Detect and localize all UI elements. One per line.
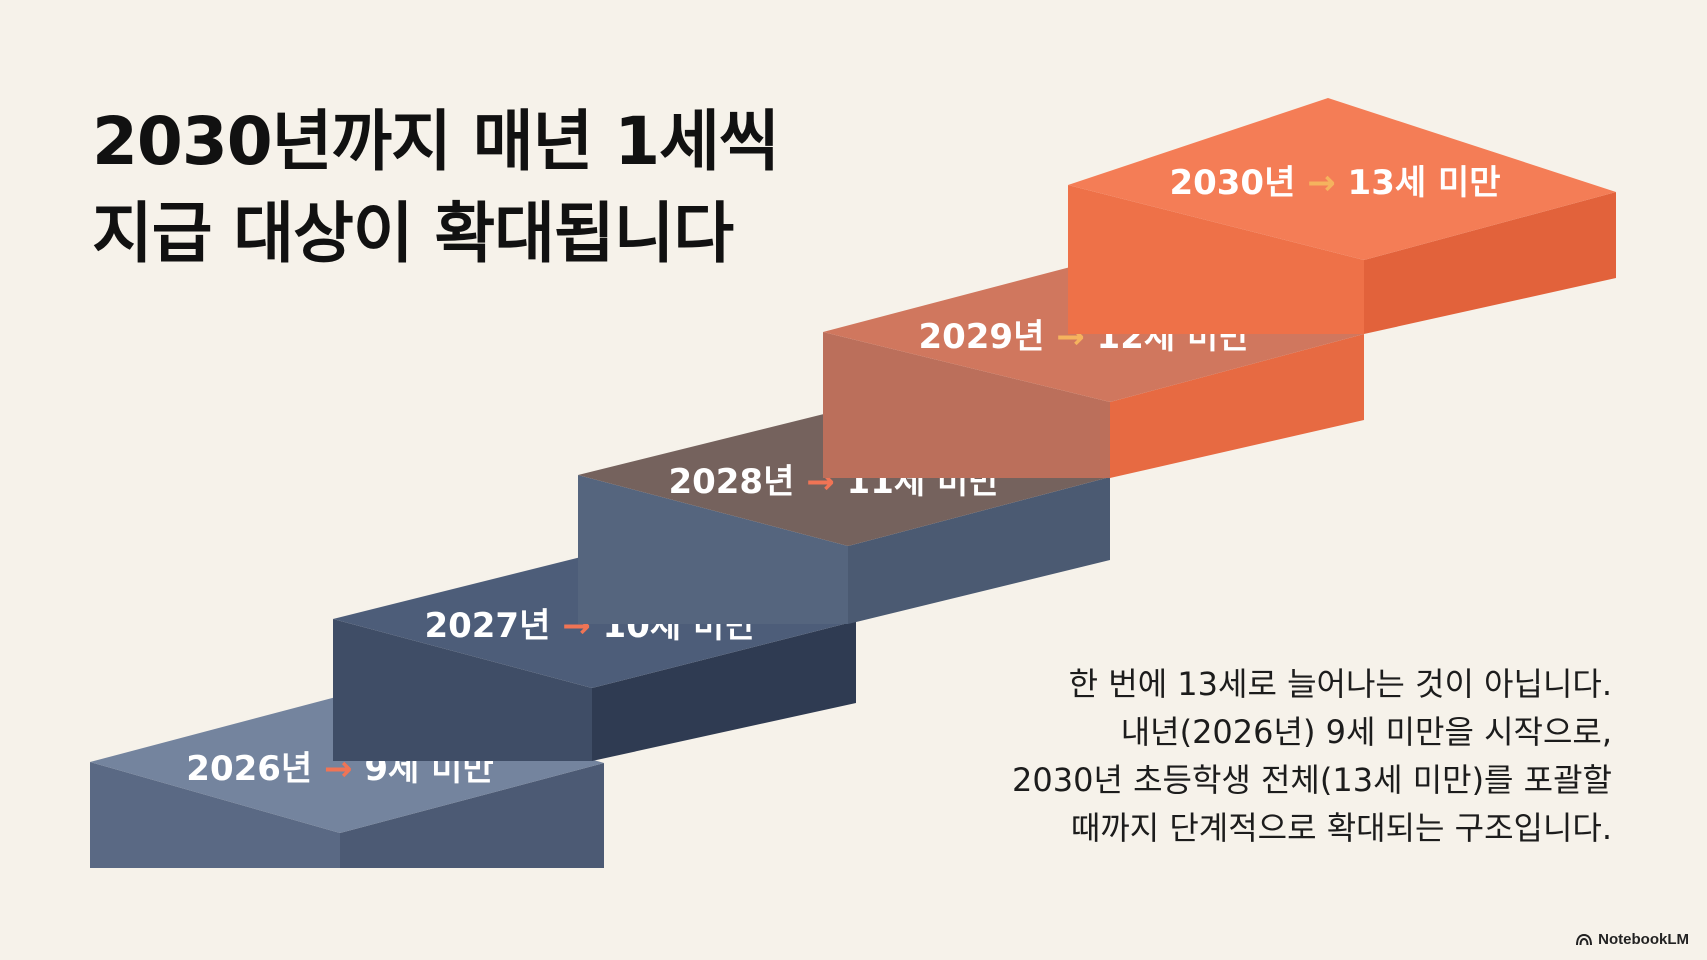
page-title: 2030년까지 매년 1세씩 지급 대상이 확대됩니다 [92,96,780,280]
step-year: 2029년 [918,317,1044,357]
step-year: 2030년 [1169,163,1295,203]
arrow-right-icon: → [1295,163,1347,203]
stair-step-side [340,763,604,868]
stair-step-front [90,762,340,868]
stair-step-side [592,621,856,761]
description-line-1: 한 번에 13세로 늘어나는 것이 아닙니다. [1068,665,1612,703]
brand-watermark: NotebookLM [1576,931,1689,948]
title-line-1: 2030년까지 매년 1세씩 [92,103,780,180]
description-line-2: 내년(2026년) 9세 미만을 시작으로, [1120,713,1612,751]
stair-step-side [1364,192,1616,334]
description-text: 한 번에 13세로 늘어나는 것이 아닙니다. 내년(2026년) 9세 미만을… [1012,660,1612,852]
step-year: 2027년 [424,606,550,646]
stair-step-side [1110,334,1364,478]
stair-step-front [578,475,848,624]
stair-step-front [333,619,592,761]
step-year: 2026년 [186,749,312,789]
step-year: 2028년 [668,462,794,502]
step-label: 2030년 → 13세 미만 [1169,163,1500,203]
description-line-3: 2030년 초등학생 전체(13세 미만)를 포괄할 [1012,761,1612,799]
description-line-4: 때까지 단계적으로 확대되는 구조입니다. [1070,809,1612,847]
step-age: 13세 미만 [1348,163,1501,203]
stair-step-front [823,332,1110,478]
brand-label: NotebookLM [1598,931,1689,948]
notebooklm-icon [1576,933,1593,945]
title-line-2: 지급 대상이 확대됩니다 [92,195,734,272]
stair-step-side [848,477,1110,624]
stair-step-front [1068,185,1364,334]
stair-step-5: 2030년 → 13세 미만 [1068,98,1616,334]
stair-step-top [1068,98,1616,260]
